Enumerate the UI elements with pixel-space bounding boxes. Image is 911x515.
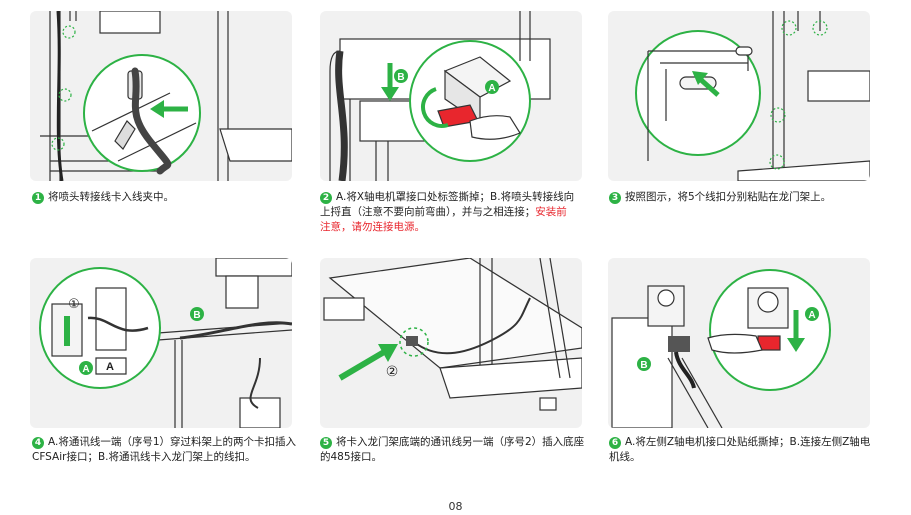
step-number: 1: [32, 192, 44, 204]
step-number: 3: [609, 192, 621, 204]
page-number: 08: [448, 500, 463, 513]
label-b: B: [640, 360, 647, 371]
step-1-caption: 1 将喷头转接线卡入线夹中。: [32, 190, 302, 205]
label-a: A: [488, 83, 495, 94]
step-6-illustration: B A: [608, 258, 870, 428]
step-number: 4: [32, 437, 44, 449]
svg-text:A: A: [106, 361, 114, 373]
label-b: B: [397, 72, 404, 83]
step-number: 6: [609, 437, 621, 449]
step-number: 2: [320, 192, 332, 204]
step-text: A.将通讯线一端（序号1）穿过料架上的两个卡扣插入CFSAir接口；B.将通讯线…: [32, 436, 297, 463]
step-text: 将卡入龙门架底端的通讯线另一端（序号2）插入底座的485接口。: [320, 436, 585, 463]
step-3-illustration: [608, 11, 870, 181]
step-text: A.将左侧Z轴电机接口处贴纸撕掉；B.连接左侧Z轴电机线。: [609, 436, 871, 463]
step-4-illustration: B A ① A: [30, 258, 292, 428]
step-3-caption: 3 按照图示，将5个线扣分别粘贴在龙门架上。: [609, 190, 879, 205]
label-a: A: [808, 310, 815, 321]
label-b: B: [193, 310, 200, 321]
label-seq1: ①: [68, 297, 80, 312]
step-number: 5: [320, 437, 332, 449]
warning-text: 安装前注意，请勿连接电源。: [320, 206, 567, 233]
label-seq2: ②: [386, 364, 399, 380]
step-1-illustration: [30, 11, 292, 181]
step-text: 按照图示，将5个线扣分别粘贴在龙门架上。: [625, 191, 832, 203]
step-text: A.将X轴电机罩接口处标签撕掉；B.将喷头转接线向上捋直（注意不要向前弯曲），并…: [320, 191, 575, 218]
step-text: 将喷头转接线卡入线夹中。: [48, 191, 174, 203]
label-a: A: [82, 364, 89, 375]
step-2-illustration: B A: [320, 11, 582, 181]
step-5-illustration: ②: [320, 258, 582, 428]
